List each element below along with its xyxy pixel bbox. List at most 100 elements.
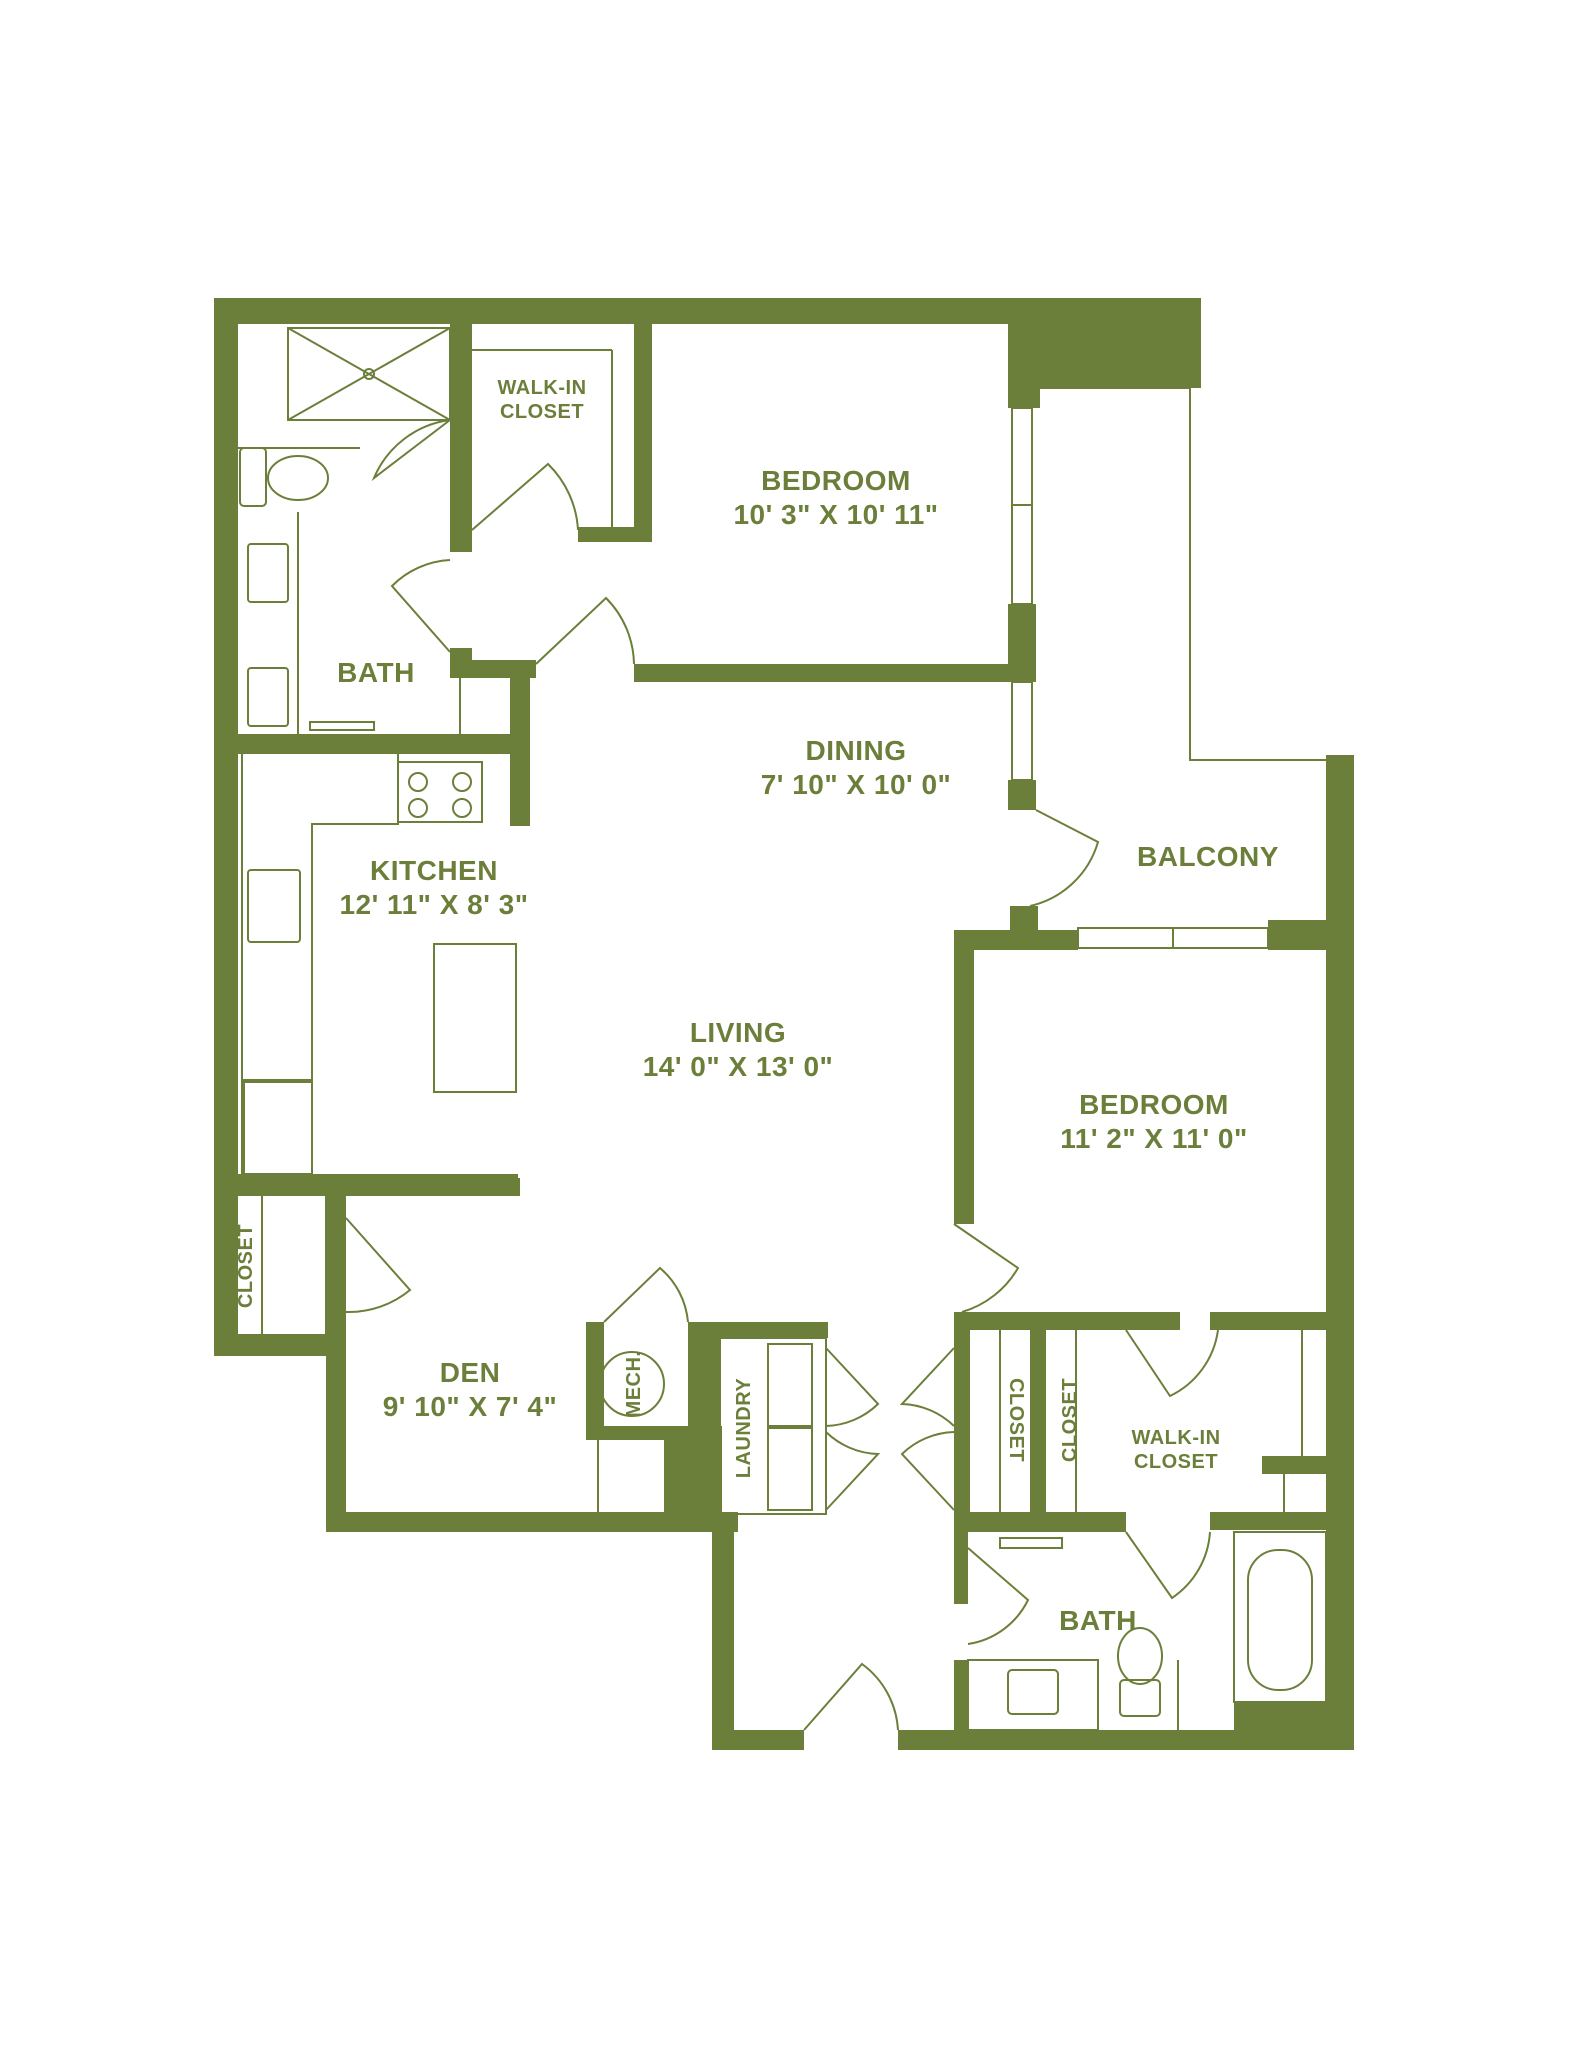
door-bath2	[1125, 1531, 1211, 1600]
wall-right	[1326, 755, 1354, 1750]
wall-wic2-right-stub	[1262, 1456, 1354, 1474]
walk-in-closet-2-label-1: WALK-IN	[1131, 1427, 1220, 1449]
door-balcony	[1029, 809, 1100, 907]
wall-den-bottom	[326, 1512, 738, 1532]
wall-bed2-top-right	[1268, 920, 1354, 950]
shower-x2	[287, 327, 451, 421]
wall-laundry-left	[688, 1322, 720, 1532]
wall-kitchen-top	[214, 734, 530, 754]
wall-hall-bottom-left	[712, 1730, 804, 1750]
walk-in-closet-1-label-1: WALK-IN	[497, 377, 586, 399]
balcony-outline	[1036, 387, 1326, 761]
door-entry	[803, 1662, 899, 1731]
door-bed1	[535, 596, 635, 665]
wall-living-stub	[214, 1174, 518, 1192]
bath2-vanity	[967, 1659, 1099, 1731]
kitchen-sink	[247, 869, 301, 943]
burner-4	[452, 798, 472, 818]
door-wic2	[1125, 1329, 1219, 1398]
door-mech	[603, 1266, 689, 1323]
door-closet-left	[345, 1217, 412, 1314]
walk-in-closet-1-label-2: CLOSET	[500, 401, 584, 423]
bath2-sink	[1007, 1669, 1059, 1715]
toilet-1-tank	[239, 447, 267, 507]
bathtub-inner	[1247, 1549, 1313, 1691]
bathtub	[1233, 1531, 1327, 1703]
wall-bed1-right-a	[1008, 324, 1040, 408]
bath1-sink-b	[247, 667, 289, 727]
door-laundry-b	[825, 1431, 881, 1511]
bedroom-2-size: 11' 2" X 11' 0"	[1060, 1123, 1248, 1154]
shower-drain	[363, 368, 375, 380]
shower	[287, 327, 451, 421]
burner-2	[452, 772, 472, 792]
range	[397, 761, 483, 823]
bath2-towel-bar	[999, 1537, 1063, 1549]
door-bath1-shower	[371, 419, 451, 482]
wall-bed2-left	[954, 930, 974, 1224]
door-bath2-side	[967, 1547, 1030, 1645]
wall-left	[214, 298, 238, 1356]
wall-mech-left	[586, 1322, 604, 1438]
wall-dining-right	[1008, 780, 1036, 810]
dining-size: 7' 10" X 10' 0"	[761, 769, 952, 800]
wall-bed2-bottom	[1210, 1312, 1354, 1330]
wall-wic1-left	[450, 324, 472, 552]
toilet-1-bowl	[267, 455, 329, 501]
dining-label: DINING	[806, 735, 907, 766]
bath-2-label: BATH	[1059, 1605, 1137, 1636]
living-size: 14' 0" X 13' 0"	[643, 1051, 834, 1082]
toilet-2-bowl	[1117, 1627, 1163, 1685]
den-size: 9' 10" X 7' 4"	[383, 1391, 558, 1422]
closet-left-label: CLOSET	[235, 1224, 257, 1308]
wall-bed1-left	[634, 324, 652, 542]
bath-1-label: BATH	[337, 657, 415, 688]
window-dining	[1011, 681, 1033, 781]
kitchen-size: 12' 11" X 8' 3"	[339, 889, 528, 920]
burner-1	[408, 772, 428, 792]
balcony-label: BALCONY	[1137, 841, 1279, 872]
wall-den-left	[326, 1196, 346, 1532]
wall-wic1-bottom	[578, 527, 652, 542]
door-laundry-a	[825, 1347, 880, 1427]
wall-laundry-top	[688, 1322, 828, 1338]
room-labels: BEDROOM 10' 3" X 10' 11" WALK-IN CLOSET …	[235, 377, 1279, 1636]
burner-3	[408, 798, 428, 818]
fridge	[243, 1081, 313, 1175]
wall-bed2-top-corner	[1010, 906, 1038, 950]
wall-closets-left	[954, 1312, 970, 1516]
mech-unit	[599, 1351, 665, 1417]
den-label: DEN	[440, 1357, 501, 1388]
kitchen-island	[433, 943, 517, 1093]
bath1-sink-a	[247, 543, 289, 603]
bedroom-1-label: BEDROOM	[761, 465, 911, 496]
wall-bed1-bottom	[634, 664, 1026, 682]
wall-left-bottom	[214, 1334, 328, 1356]
thin-lines	[238, 327, 1327, 1731]
closet-b-label: CLOSET	[1059, 1378, 1081, 1462]
mech-label: MECH.	[623, 1351, 645, 1418]
walls	[214, 298, 1354, 1750]
door-bed2	[953, 1223, 1020, 1313]
wall-closets-divider	[1030, 1328, 1046, 1518]
kitchen-label: KITCHEN	[370, 855, 498, 886]
door-closet-a	[899, 1347, 955, 1427]
wall-hall-left	[712, 1532, 734, 1750]
wall-wic2-bottom-right	[1210, 1512, 1354, 1530]
wall-bath2-left-lower	[954, 1660, 968, 1750]
dryer	[767, 1427, 813, 1511]
wall-bed1-right-b	[1008, 604, 1036, 682]
wall-top-right-block	[1012, 298, 1201, 388]
wall-top	[214, 298, 1014, 324]
door-wic1	[471, 462, 579, 531]
wall-mech-bottom	[586, 1426, 666, 1440]
toilet-2-tank	[1119, 1679, 1161, 1717]
door-closet-b	[900, 1431, 955, 1511]
bath1-towel-bar	[309, 721, 375, 731]
closet-a-label: CLOSET	[1005, 1378, 1027, 1462]
wall-closets-top	[954, 1312, 1180, 1330]
washer	[767, 1343, 813, 1427]
walk-in-closet-2-label-2: CLOSET	[1134, 1451, 1218, 1473]
living-label: LIVING	[690, 1017, 786, 1048]
